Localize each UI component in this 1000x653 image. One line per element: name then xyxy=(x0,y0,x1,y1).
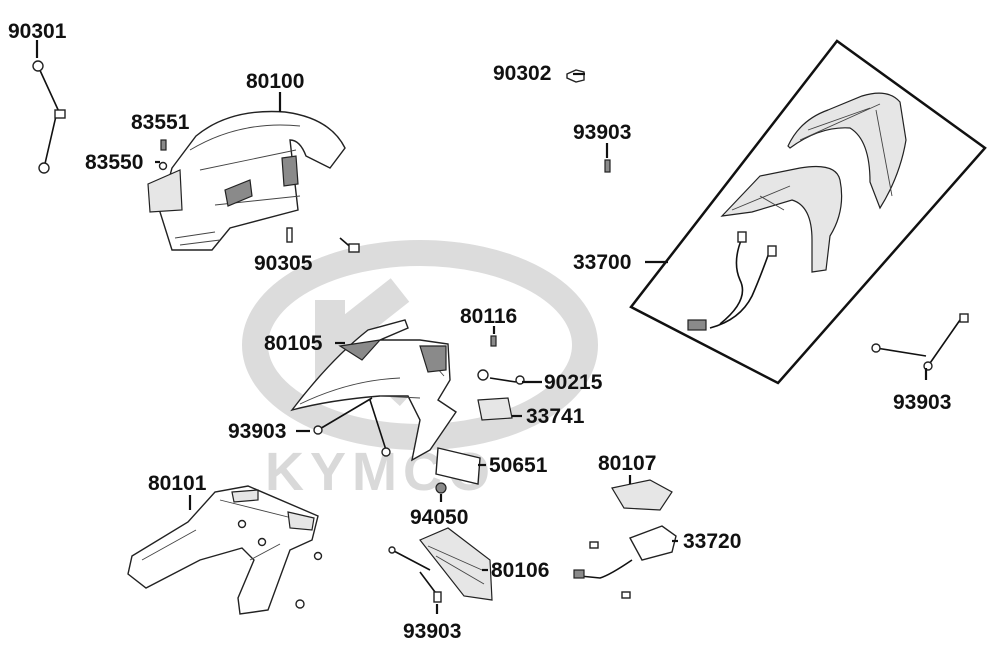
part-80100-rear-fender xyxy=(147,110,346,251)
part-33741-reflector xyxy=(477,397,513,421)
label-83551: 83551 xyxy=(131,111,190,134)
label-90302: 90302 xyxy=(493,62,551,85)
label-80116: 80116 xyxy=(460,305,517,328)
part-80106-plate-holder xyxy=(388,527,493,603)
label-93903-top: 93903 xyxy=(573,121,631,144)
label-33700: 33700 xyxy=(573,251,631,274)
label-80107: 80107 xyxy=(598,452,656,475)
label-93903-left: 93903 xyxy=(228,420,286,443)
label-83550: 83550 xyxy=(85,151,143,174)
label-50651: 50651 xyxy=(489,454,548,477)
label-93903-bottom: 93903 xyxy=(403,620,461,643)
part-90302-bolt xyxy=(566,69,585,83)
part-80101-inner-fender xyxy=(127,485,323,615)
part-93903-top-screw xyxy=(604,159,611,173)
label-33720: 33720 xyxy=(683,530,741,553)
part-90215-bolts xyxy=(477,369,525,385)
part-33720-lamp xyxy=(573,525,677,599)
label-80100: 80100 xyxy=(246,70,304,93)
part-80105-rear-cowl xyxy=(290,319,457,462)
part-83551-clip xyxy=(160,139,167,151)
label-94050: 94050 xyxy=(410,506,468,529)
part-83550-screw xyxy=(158,161,168,171)
part-93903-left-fasteners xyxy=(313,397,391,457)
part-number-labels: 90301 80100 83551 83550 90305 90302 9390… xyxy=(8,20,951,643)
part-94050-nut xyxy=(435,482,447,494)
label-90305: 90305 xyxy=(254,252,313,275)
part-93903-right-fasteners xyxy=(871,313,969,371)
label-90301: 90301 xyxy=(8,20,67,43)
part-33700-taillight-box xyxy=(629,39,987,385)
part-80116-screw xyxy=(490,335,497,347)
label-33741: 33741 xyxy=(526,405,585,428)
label-80106: 80106 xyxy=(491,559,549,582)
part-50651-plate xyxy=(435,447,481,485)
part-80107-housing xyxy=(611,479,673,511)
label-80105: 80105 xyxy=(264,332,323,355)
label-90215: 90215 xyxy=(544,371,603,394)
label-93903-right: 93903 xyxy=(893,391,951,414)
part-90301-fasteners xyxy=(32,60,66,174)
label-80101: 80101 xyxy=(148,472,207,495)
part-90305-bolts xyxy=(286,227,360,253)
leader-lines xyxy=(35,40,928,614)
